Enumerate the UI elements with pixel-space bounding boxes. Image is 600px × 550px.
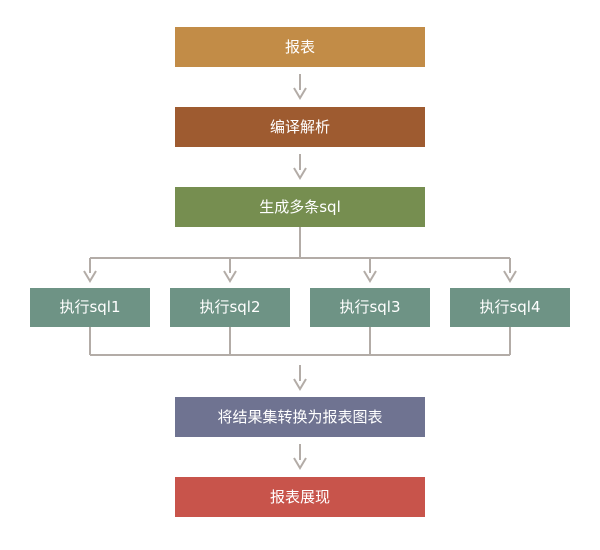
arrow-report-parse-head [293,87,307,100]
node-compile-parse: 编译解析 [175,107,425,147]
node-convert-result: 将结果集转换为报表图表 [175,397,425,437]
node-exec-sql4: 执行sql4 [450,288,570,327]
node-exec-sql3: 执行sql3 [310,288,430,327]
arrow-split-exec3-head [363,270,377,283]
node-exec-sql2: 执行sql2 [170,288,290,327]
arrow-merge-convert-head [293,378,307,391]
node-generate-sql: 生成多条sql [175,187,425,227]
arrow-split-exec4-head [503,270,517,283]
arrow-parse-generate-head [293,167,307,180]
arrow-convert-display-head [293,457,307,470]
arrow-split-exec1-head [83,270,97,283]
arrow-split-exec2-head [223,270,237,283]
node-exec-sql1: 执行sql1 [30,288,150,327]
node-report: 报表 [175,27,425,67]
node-report-display: 报表展现 [175,477,425,517]
